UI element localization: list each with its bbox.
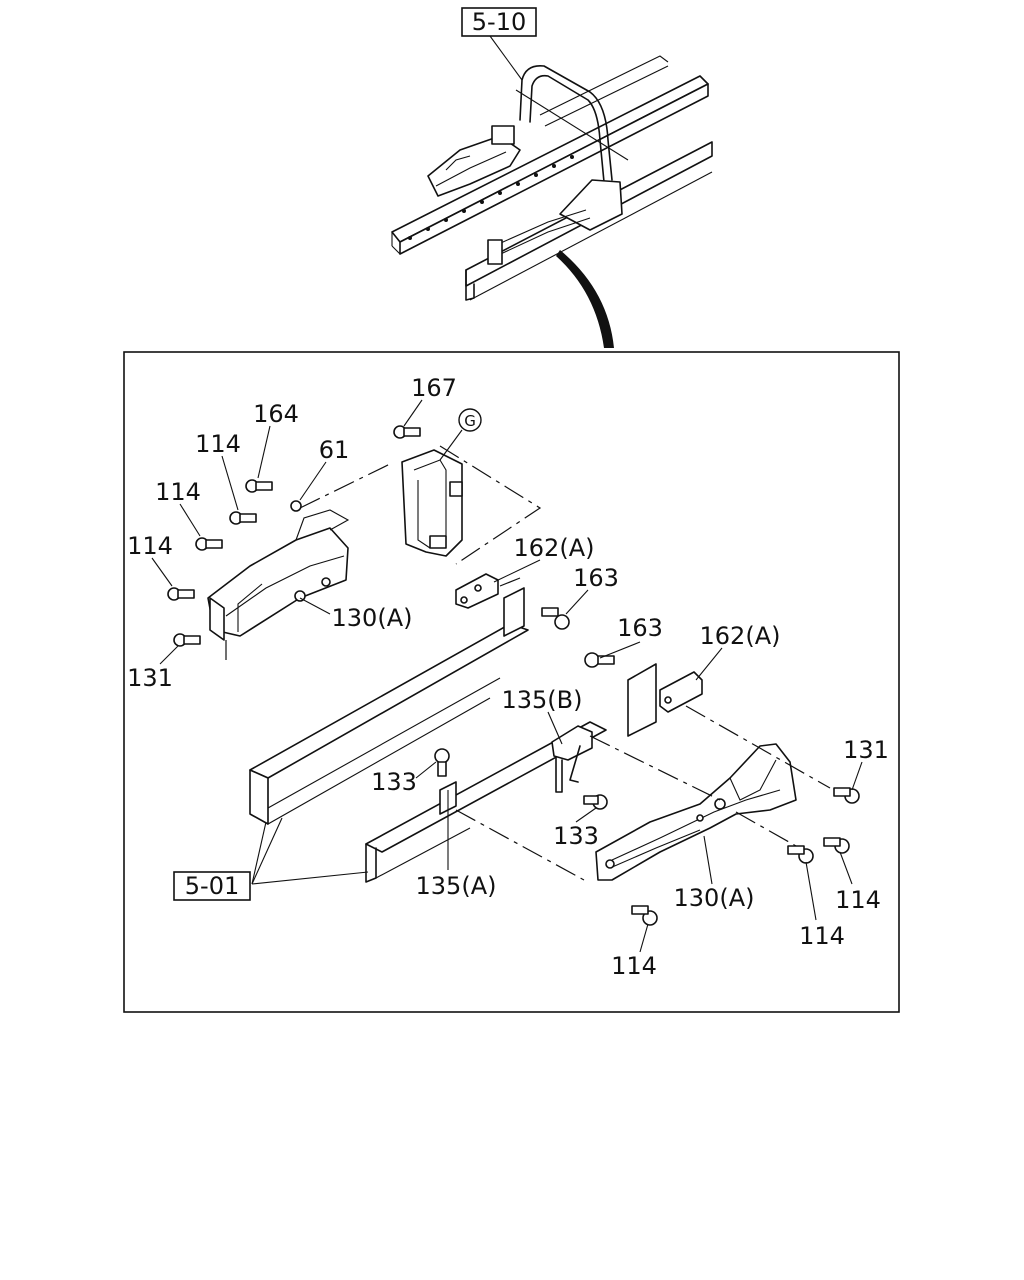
bolt-114-f — [631, 905, 658, 926]
callout-133-left: 133 — [371, 768, 417, 796]
callout-163-upper: 163 — [573, 564, 619, 592]
alignment-lines — [225, 445, 831, 881]
bolt-133-right — [583, 794, 608, 810]
reference-box-5-10[interactable]: 5-10 — [461, 7, 537, 37]
bolt-114-a — [229, 511, 257, 525]
bolt-114-c — [167, 587, 195, 601]
callout-162A-upper: 162(A) — [514, 534, 595, 562]
detail-frame — [123, 351, 900, 1013]
callout-135B: 135(B) — [502, 686, 583, 714]
callout-163-lower: 163 — [617, 614, 663, 642]
reference-5-10-label: 5-10 — [472, 8, 526, 36]
bolt-114-e — [787, 845, 814, 864]
callout-114-f: 114 — [611, 952, 657, 980]
callout-114-a: 114 — [195, 430, 241, 458]
callout-130A-left: 130(A) — [332, 604, 413, 632]
bolt-164 — [245, 479, 273, 493]
bracket-G — [401, 449, 463, 557]
bolt-131-right — [833, 787, 860, 804]
reference-box-5-01[interactable]: 5-01 — [173, 871, 251, 901]
callout-130A-right: 130(A) — [674, 884, 755, 912]
lower-rail — [365, 721, 607, 883]
bolt-163-lower — [584, 652, 615, 668]
callout-114-b: 114 — [155, 478, 201, 506]
callout-G: G — [464, 412, 476, 430]
callout-labels: 167 G 164 61 114 114 114 162(A) 163 130(… — [127, 374, 889, 980]
bolt-167 — [393, 425, 421, 439]
bracket-135B — [551, 725, 593, 793]
plate-lower — [627, 663, 703, 737]
bolt-61 — [290, 500, 302, 512]
callout-162A-lower: 162(A) — [700, 622, 781, 650]
callout-114-e: 114 — [799, 922, 845, 950]
bolt-133-left — [434, 748, 450, 777]
callout-167: 167 — [411, 374, 457, 402]
bolt-114-d — [823, 837, 850, 854]
callout-131-left: 131 — [127, 664, 173, 692]
overview-frame-illustration — [391, 35, 713, 348]
callout-114-c: 114 — [127, 532, 173, 560]
rail-holes — [408, 155, 574, 240]
callout-164: 164 — [253, 400, 299, 428]
bolt-131-left — [173, 633, 201, 647]
callout-133-right: 133 — [553, 822, 599, 850]
channel-rail — [249, 623, 529, 825]
leader-lines — [151, 399, 863, 953]
callout-61: 61 — [319, 436, 350, 464]
callout-114-d: 114 — [835, 886, 881, 914]
bolt-163-upper — [541, 607, 570, 630]
reference-5-01-label: 5-01 — [185, 872, 239, 900]
callout-131-right: 131 — [843, 736, 889, 764]
callout-G-circle — [458, 408, 482, 432]
bracket-130A-right — [595, 743, 797, 881]
bracket-130A-left — [207, 509, 350, 641]
bolt-114-b — [195, 537, 223, 551]
bracket-135A — [439, 781, 457, 815]
bolts — [167, 425, 860, 926]
callout-135A: 135(A) — [416, 872, 497, 900]
plate-upper — [503, 587, 525, 637]
bracket-162A-upper — [455, 573, 499, 609]
